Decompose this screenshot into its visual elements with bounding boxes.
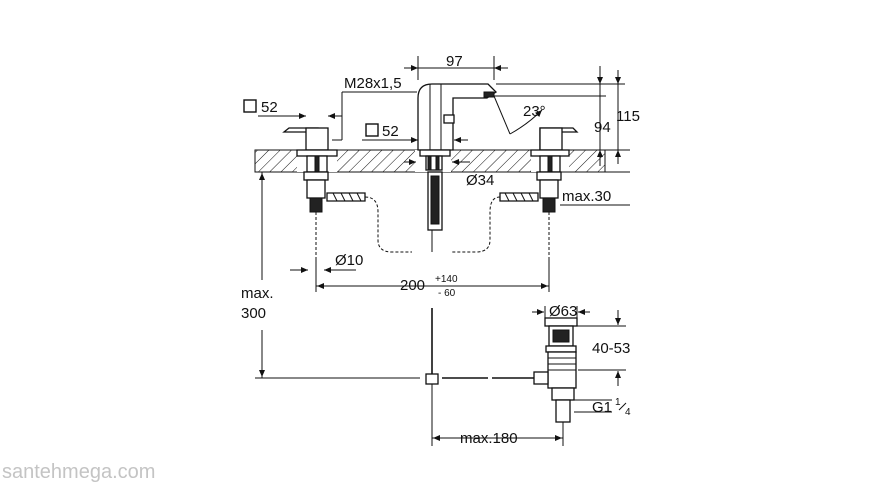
label-dia-63: Ø63	[549, 303, 577, 320]
label-square-52-left: 52	[261, 99, 278, 116]
label-300: 300	[241, 305, 266, 322]
label-dia-10: Ø10	[335, 252, 363, 269]
label-thread-g-denominator: 4	[625, 407, 631, 418]
fraction-slash	[618, 402, 627, 411]
label-dia-34: Ø34	[466, 172, 494, 189]
square-symbol-mid	[365, 123, 379, 137]
label-tolerance-plus: +140	[435, 274, 458, 285]
pop-up-waste	[442, 317, 578, 423]
label-max-30: max.30	[562, 188, 611, 205]
label-square-52-mid: 52	[382, 123, 399, 140]
label-thread-m28: M28x1,5	[344, 75, 402, 92]
label-thread-g-numerator: 1	[615, 397, 621, 408]
right-hose	[452, 192, 539, 253]
right-handle	[530, 127, 579, 260]
label-200: 200	[400, 277, 425, 294]
label-max: max.	[241, 285, 274, 302]
left-hose	[326, 192, 412, 253]
square-symbol-left	[243, 99, 257, 113]
label-tolerance-minus: - 60	[438, 288, 456, 299]
label-thread-g1: G1	[592, 399, 612, 416]
spout-body	[417, 83, 498, 252]
label-40-53: 40-53	[592, 340, 630, 357]
label-97: 97	[446, 53, 463, 70]
watermark: santehmega.com	[2, 461, 155, 483]
label-115: 115	[616, 108, 640, 125]
label-94: 94	[594, 119, 611, 136]
left-handle	[282, 127, 338, 260]
lift-rod	[425, 308, 439, 420]
label-max-180: max.180	[460, 430, 518, 447]
label-angle-23: 23°	[523, 103, 546, 120]
dimension-lines	[255, 56, 630, 446]
